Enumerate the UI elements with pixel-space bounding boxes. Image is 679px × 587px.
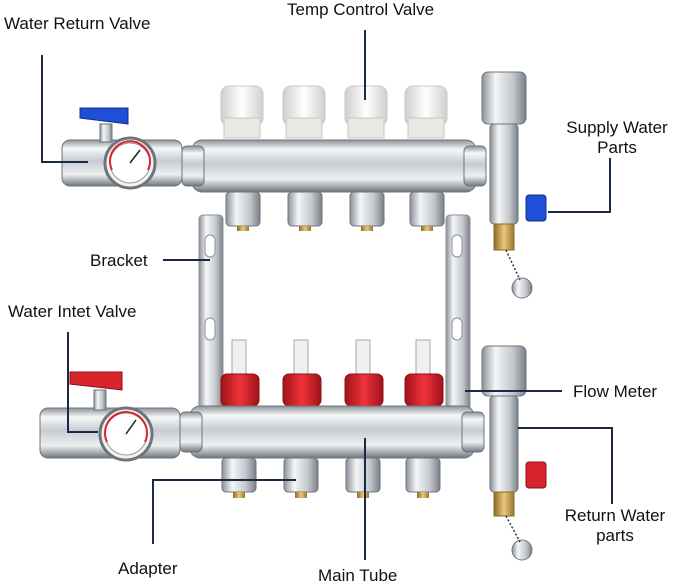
callout-water-inlet — [67, 332, 98, 433]
label-return-water-parts-line2: parts — [596, 526, 634, 545]
label-adapter: Adapter — [118, 559, 178, 578]
water-return-valve — [61, 107, 183, 190]
bottom-manifold — [179, 339, 485, 498]
callout-supply-water — [548, 158, 611, 213]
top-manifold — [181, 85, 487, 231]
label-temp-control-valve: Temp Control Valve — [287, 0, 435, 19]
return-water-parts — [481, 345, 547, 561]
label-water-inlet-valve: Water Intet Valve — [8, 302, 137, 321]
supply-water-parts — [481, 71, 547, 299]
callout-return-water — [518, 427, 613, 504]
label-bracket: Bracket — [90, 251, 148, 270]
callout-adapter — [152, 479, 296, 544]
top-outlets — [225, 191, 445, 231]
flow-meter-red-caps — [220, 373, 444, 407]
label-main-tube: Main Tube — [318, 566, 398, 585]
flow-meter-tubes — [231, 339, 431, 379]
label-supply-water-parts-line2: Parts — [597, 138, 637, 157]
label-supply-water-parts-line1: Supply Water — [566, 118, 668, 137]
callout-water-return — [41, 55, 88, 163]
label-flow-meter: Flow Meter — [573, 382, 658, 401]
water-inlet-valve — [39, 371, 181, 462]
label-return-water-parts: Return Water parts — [552, 506, 678, 546]
label-supply-water-parts: Supply Water Parts — [556, 118, 678, 158]
temp-control-caps — [220, 85, 448, 139]
callout-lines — [41, 30, 613, 560]
label-return-water-parts-line1: Return Water — [564, 506, 666, 525]
bottom-adapters — [221, 457, 441, 498]
label-water-return-valve: Water Return Valve — [4, 14, 151, 33]
bracket-left — [198, 214, 224, 416]
bracket-right — [445, 214, 471, 416]
